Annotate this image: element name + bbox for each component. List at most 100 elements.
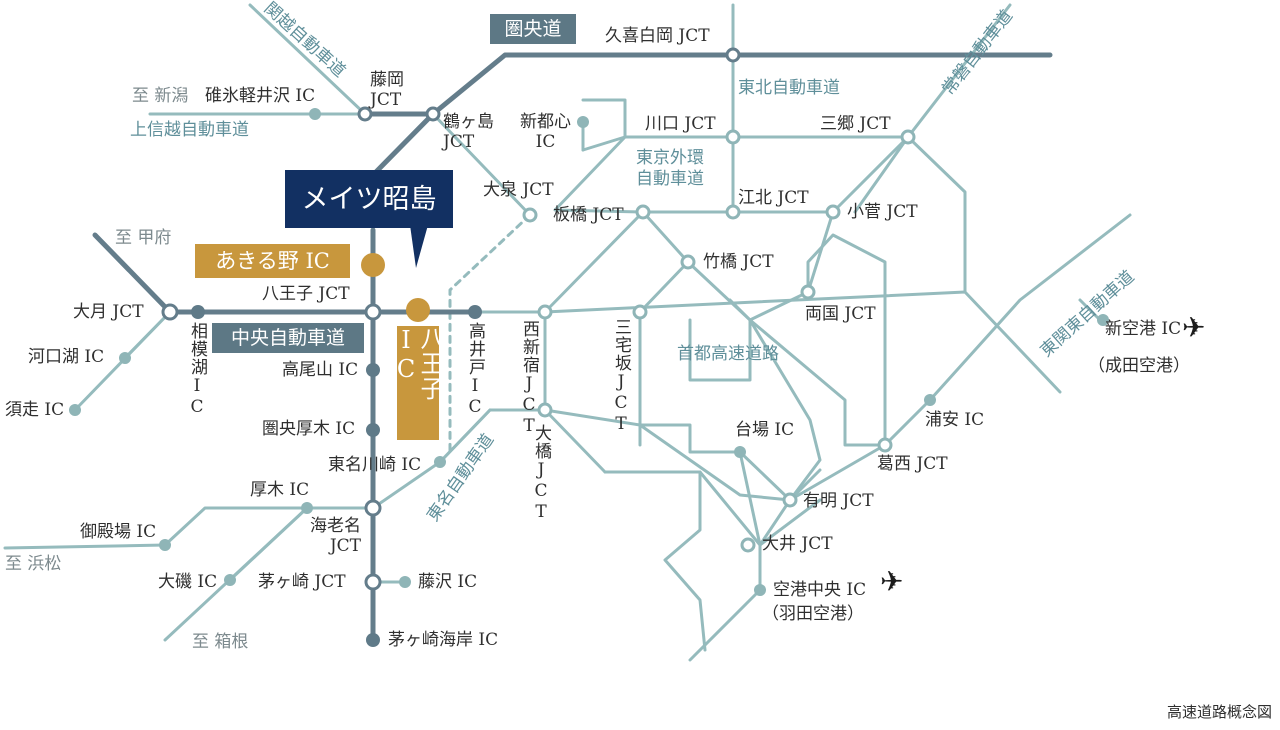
to-kofu-label: 至 甲府 bbox=[115, 228, 172, 248]
akiruno-ic-label: あきる野 IC bbox=[215, 248, 330, 273]
usui-karuizawa-label: 碓氷軽井沢 IC bbox=[205, 86, 316, 106]
ebina-jct-node bbox=[364, 499, 382, 517]
to-niigata-label: 至 新潟 bbox=[132, 86, 189, 106]
ohashi-label: 大橋JCT bbox=[531, 424, 551, 523]
oi-jct-node bbox=[740, 537, 756, 553]
chigasaki-jct-label: 茅ヶ崎 JCT bbox=[258, 572, 346, 592]
kasai-label: 葛西 JCT bbox=[877, 454, 948, 474]
usui-karuizawa-ic-node bbox=[309, 108, 321, 120]
sanshakaza-jct-node bbox=[632, 304, 648, 320]
kasai-jct-node bbox=[877, 437, 893, 453]
kuko-chuo-ic-node bbox=[754, 584, 766, 596]
junction-nodes bbox=[161, 47, 916, 591]
property-name-tag: メイツ昭島 bbox=[285, 170, 453, 228]
misato-label: 三郷 JCT bbox=[820, 114, 891, 134]
joshinetsu-road-label: 上信越自動車道 bbox=[130, 120, 249, 140]
sagamiko-ic-node bbox=[191, 305, 205, 319]
itabashi-label: 板橋 JCT bbox=[553, 205, 624, 225]
tohoku-road-label: 東北自動車道 bbox=[738, 78, 840, 98]
oiso-label: 大磯 IC bbox=[158, 572, 218, 592]
shin-kuko-ic-node bbox=[1097, 314, 1109, 326]
oi-label: 大井 JCT bbox=[762, 534, 833, 554]
kuki-shiraoka-label: 久喜白岡 JCT bbox=[605, 26, 710, 46]
urayasu-ic-node bbox=[924, 394, 936, 406]
chuo-road-tag: 中央自動車道 bbox=[212, 323, 364, 353]
kohoku-label: 江北 JCT bbox=[738, 188, 809, 208]
hachioji-jct-label: 八王子 JCT bbox=[262, 284, 350, 304]
daiba-ic-node bbox=[734, 446, 746, 458]
sanshakaza-label: 三宅坂JCT bbox=[611, 318, 631, 435]
fujioka-label: 藤岡 JCT bbox=[370, 70, 404, 111]
sagamiko-label: 相模湖IC bbox=[187, 322, 207, 418]
gotemba-label: 御殿場 IC bbox=[80, 522, 157, 542]
chigasaki-kaigan-ic-node bbox=[366, 633, 380, 647]
kawaguchi-label: 川口 JCT bbox=[645, 114, 716, 134]
tomei-kawasaki-ic-node bbox=[434, 456, 446, 468]
hachioji-ic-tag: 八王子IC bbox=[392, 326, 444, 440]
kosuge-label: 小菅 JCT bbox=[847, 202, 918, 222]
takaosan-label: 高尾山 IC bbox=[282, 360, 359, 380]
oizumi-label: 大泉 JCT bbox=[483, 180, 554, 200]
planned-road-line bbox=[448, 213, 532, 457]
ken-o-atsugi-ic-node bbox=[366, 423, 380, 437]
ryogoku-jct-node bbox=[800, 284, 816, 300]
takaido-ic-node bbox=[468, 305, 482, 319]
fujioka-jct-node bbox=[357, 106, 373, 122]
ohashi-jct-node bbox=[537, 402, 553, 418]
itabashi-jct-node bbox=[635, 204, 651, 220]
gotemba-ic-node bbox=[159, 539, 171, 551]
ryogoku-label: 両国 JCT bbox=[805, 304, 876, 324]
shuto-road-label: 首都高速道路 bbox=[677, 344, 779, 364]
daiba-label: 台場 IC bbox=[735, 420, 795, 440]
hachioji-jct-node bbox=[364, 303, 382, 321]
tsurugashima-jct-node bbox=[425, 106, 441, 122]
narita-label: （成田空港） bbox=[1088, 356, 1190, 376]
to-hakone-label: 至 箱根 bbox=[192, 632, 249, 652]
shintoshin-label: 新都心 IC bbox=[520, 112, 571, 153]
kohoku-jct-node bbox=[725, 204, 741, 220]
kuko-chuo-label: 空港中央 IC bbox=[773, 580, 867, 600]
oizumi-jct-node bbox=[522, 207, 538, 223]
property-name: メイツ昭島 bbox=[301, 183, 437, 215]
chigasaki-kaigan-label: 茅ヶ崎海岸 IC bbox=[388, 630, 499, 650]
gaikan-road-label: 東京外環 自動車道 bbox=[636, 148, 704, 190]
hachioji-ic-label: 八王子IC bbox=[392, 326, 444, 401]
airplane-icon: ✈ bbox=[1182, 311, 1206, 344]
kuki-shiraoka-jct-node bbox=[725, 47, 741, 63]
airplane-icon: ✈ bbox=[880, 565, 904, 598]
ebina-label: 海老名 JCT bbox=[310, 516, 361, 557]
ken-o-atsugi-label: 圏央厚木 IC bbox=[262, 419, 356, 439]
takebashi-label: 竹橋 JCT bbox=[703, 252, 774, 272]
ariake-label: 有明 JCT bbox=[803, 491, 874, 511]
oiso-ic-node bbox=[224, 574, 236, 586]
ariake-jct-node bbox=[782, 492, 798, 508]
takaido-label: 高井戸IC bbox=[465, 322, 485, 418]
fujisawa-ic-node bbox=[399, 576, 411, 588]
expressway-lines bbox=[3, 3, 1132, 662]
tsurugashima-label: 鶴ヶ島 JCT bbox=[443, 112, 494, 153]
otsuki-label: 大月 JCT bbox=[73, 302, 144, 322]
chuo-road-label: 中央自動車道 bbox=[230, 326, 345, 349]
interchange-nodes bbox=[69, 108, 1109, 647]
ken-o-road-tag: 圏央道 bbox=[490, 14, 576, 44]
to-hamamatsu-label: 至 浜松 bbox=[5, 554, 62, 574]
shin-kuko-label: 新空港 IC bbox=[1105, 319, 1182, 339]
map-caption: 高速道路概念図 bbox=[1166, 703, 1272, 721]
haneda-label: （羽田空港） bbox=[762, 604, 864, 624]
atsugi-ic-node bbox=[301, 502, 313, 514]
kawaguchiko-ic-node bbox=[119, 352, 131, 364]
otsuki-jct-node bbox=[161, 303, 179, 321]
ken-o-road-label: 圏央道 bbox=[504, 17, 562, 40]
atsugi-label: 厚木 IC bbox=[250, 480, 310, 500]
akiruno-ic-tag: あきる野 IC bbox=[195, 244, 350, 278]
urayasu-label: 浦安 IC bbox=[925, 410, 985, 430]
kawaguchi-jct-node bbox=[725, 129, 741, 145]
fujisawa-label: 藤沢 IC bbox=[418, 572, 478, 592]
takaosan-ic-node bbox=[366, 363, 380, 377]
hachioji-ic-node bbox=[406, 298, 430, 322]
takebashi-jct-node bbox=[680, 254, 696, 270]
misato-jct-node bbox=[900, 129, 916, 145]
shintoshin-ic-node bbox=[577, 116, 589, 128]
property-pointer bbox=[410, 225, 428, 268]
